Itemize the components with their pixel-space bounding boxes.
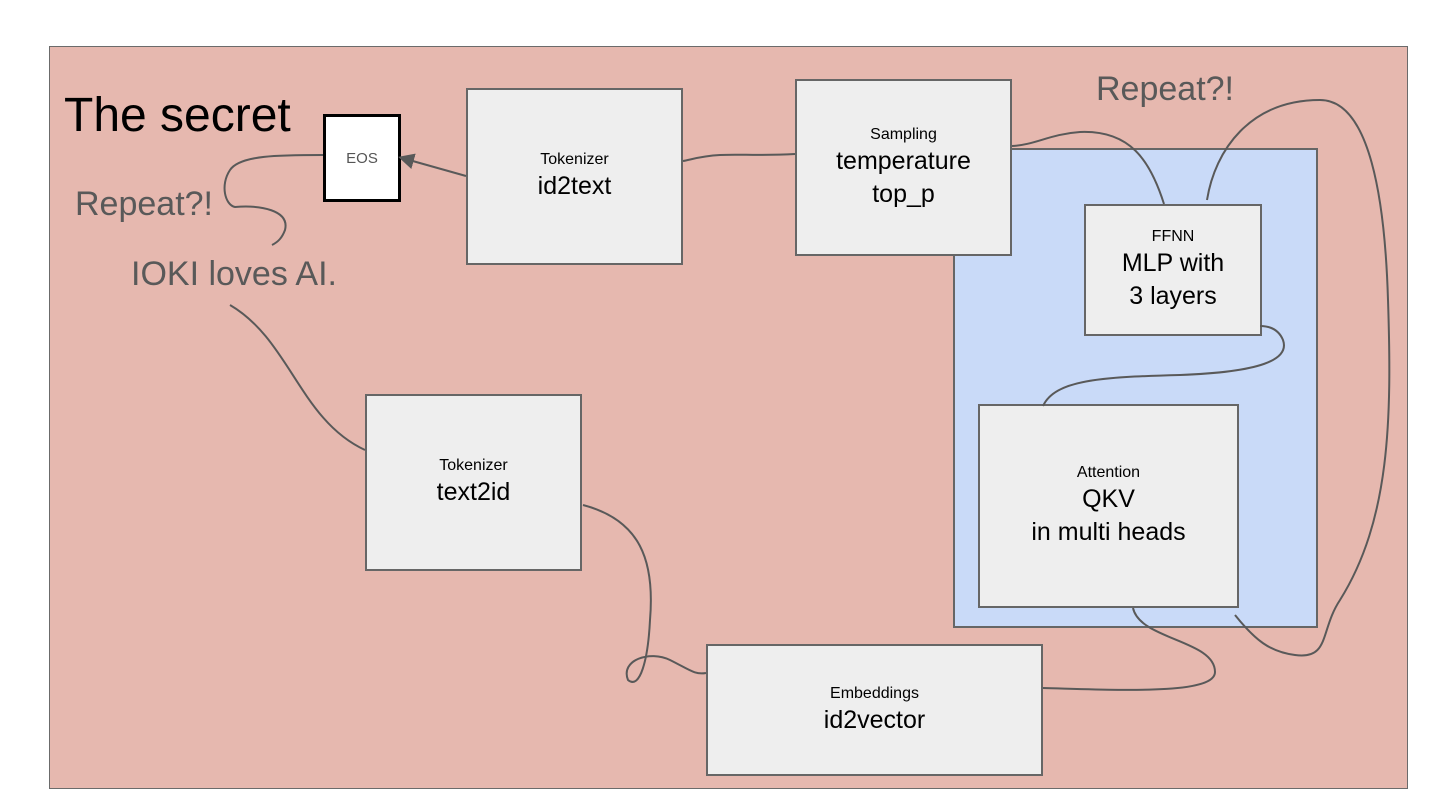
ffnn-node[interactable]: FFNN MLP with 3 layers (1084, 204, 1262, 336)
node-body: id2vector (823, 705, 926, 734)
node-heading: Embeddings (830, 684, 919, 702)
eos-node[interactable]: EOS (323, 114, 401, 202)
node-heading: Tokenizer (540, 151, 609, 168)
sampling-node[interactable]: Sampling temperature top_p (795, 79, 1012, 256)
tokenizer-id2text-node[interactable]: Tokenizer id2text (466, 88, 683, 265)
node-body-line1: QKV (1082, 485, 1135, 513)
node-heading: Attention (1076, 464, 1141, 481)
node-body: id2text (537, 172, 612, 200)
node-body-line2: 3 layers (1129, 282, 1217, 310)
node-heading: FFNN (1151, 228, 1195, 245)
diagram-title: The secret (64, 89, 291, 142)
node-body-line2: top_p (872, 179, 935, 208)
node-body-line1: temperature (836, 146, 971, 175)
embeddings-node[interactable]: Embeddings id2vector (706, 644, 1043, 776)
node-body: text2id (436, 478, 511, 506)
eos-label: EOS (346, 149, 378, 167)
node-heading: Sampling (870, 125, 937, 143)
node-body-line1: MLP with (1121, 249, 1225, 277)
repeat-note-right: Repeat?! (1096, 70, 1234, 108)
repeat-note-left: Repeat?! (75, 185, 213, 223)
tokenizer-text2id-node[interactable]: Tokenizer text2id (365, 394, 582, 571)
node-body-line2: in multi heads (1031, 518, 1186, 546)
node-heading: Tokenizer (439, 457, 508, 474)
example-input-text: IOKI loves AI. (131, 255, 337, 293)
attention-node[interactable]: Attention QKV in multi heads (978, 404, 1239, 608)
